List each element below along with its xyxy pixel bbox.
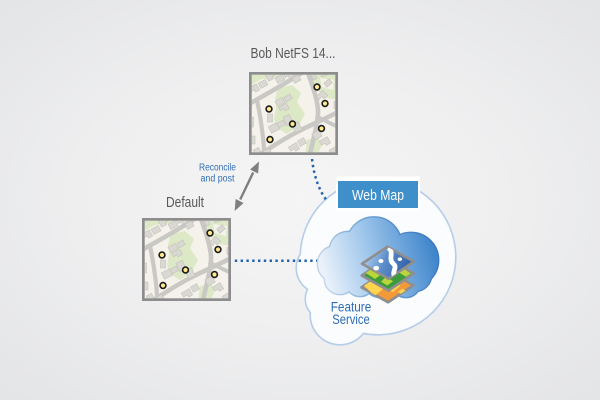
svg-text:Web Map: Web Map: [352, 187, 404, 204]
svg-text:Bob NetFS 14...: Bob NetFS 14...: [251, 45, 336, 62]
svg-text:Service: Service: [332, 311, 370, 327]
svg-text:Reconcile: Reconcile: [199, 163, 236, 174]
svg-text:and post: and post: [201, 174, 235, 185]
svg-text:Feature: Feature: [331, 299, 372, 315]
svg-text:Default: Default: [166, 194, 205, 211]
